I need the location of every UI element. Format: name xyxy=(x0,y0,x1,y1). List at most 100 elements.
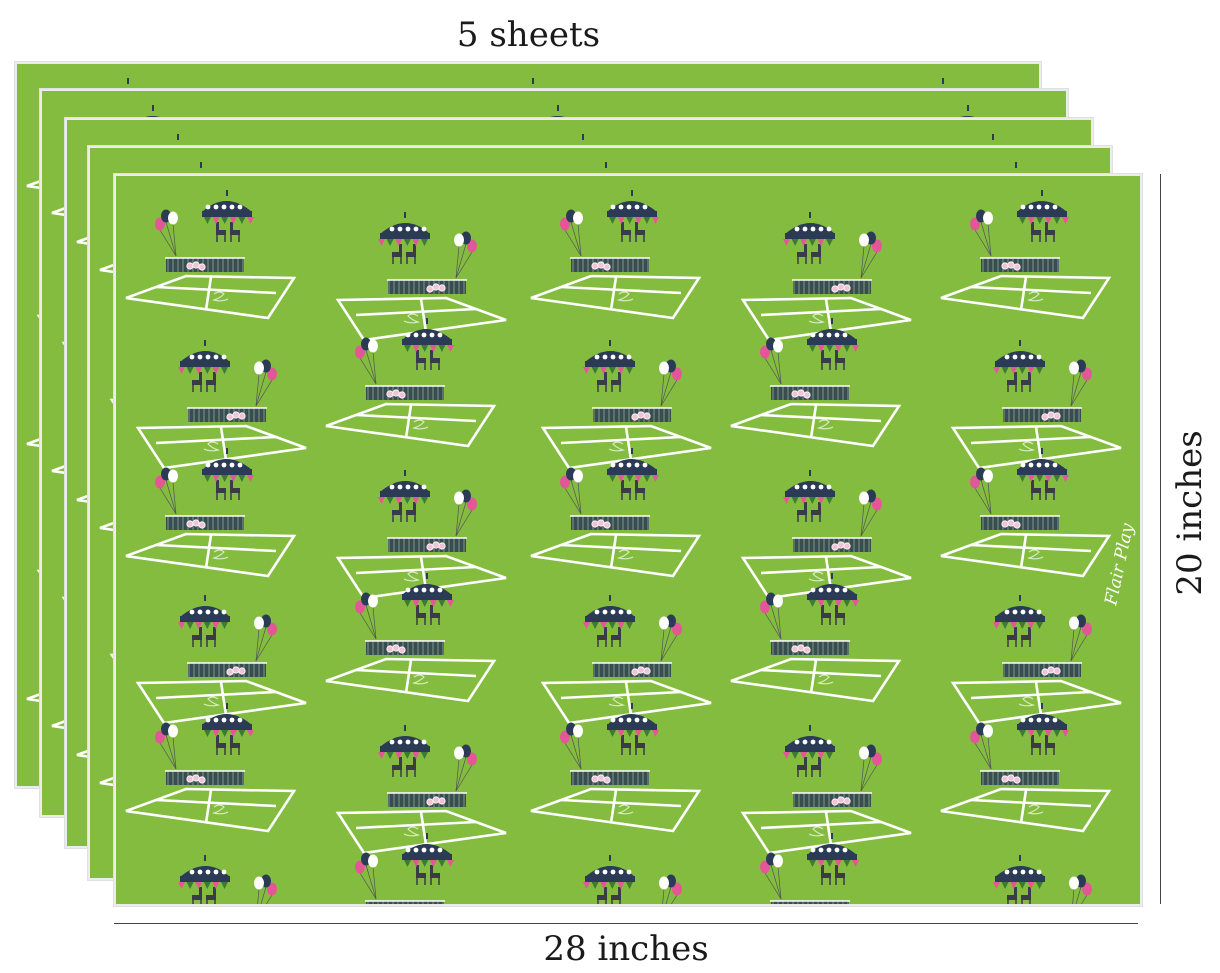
tennis-party-icon xyxy=(950,340,1122,470)
court xyxy=(325,657,497,703)
flower xyxy=(1013,521,1021,529)
chair xyxy=(406,502,416,522)
flower xyxy=(591,262,599,270)
chair xyxy=(216,222,226,242)
court-scribble xyxy=(203,441,221,452)
net xyxy=(387,537,467,552)
chair xyxy=(206,627,216,647)
chair xyxy=(416,605,426,625)
umbrella xyxy=(785,725,835,752)
net xyxy=(792,537,872,552)
bunting xyxy=(1019,217,1069,224)
court-scribble xyxy=(1018,696,1036,707)
chair xyxy=(206,372,216,392)
flower xyxy=(186,775,194,783)
court-scribble xyxy=(211,804,229,815)
umbrella xyxy=(1017,703,1067,730)
net xyxy=(592,407,672,422)
width-label: 28 inches xyxy=(543,929,709,969)
flower xyxy=(843,542,851,550)
flower xyxy=(837,541,845,549)
tennis-party-icon xyxy=(993,855,1092,904)
flower xyxy=(631,668,639,676)
balloons xyxy=(454,231,477,279)
court xyxy=(135,424,307,470)
court-scribble xyxy=(411,674,429,685)
tennis-party-icon xyxy=(125,448,297,578)
balloons xyxy=(454,744,477,792)
court-scribble xyxy=(1026,291,1044,302)
bunting xyxy=(404,345,454,352)
net xyxy=(792,279,872,294)
chair xyxy=(430,605,440,625)
flower xyxy=(238,667,246,675)
court-scribble xyxy=(403,826,421,837)
flower xyxy=(837,796,845,804)
balloons xyxy=(560,722,583,770)
umbrella xyxy=(402,573,452,600)
net xyxy=(980,257,1060,272)
flower xyxy=(831,285,839,293)
tennis-party-icon xyxy=(940,703,1112,833)
bunting xyxy=(783,752,833,759)
court-scribble xyxy=(616,804,634,815)
chair xyxy=(1021,627,1031,647)
umbrella xyxy=(380,212,430,239)
flower xyxy=(1007,261,1015,269)
balloons xyxy=(155,467,178,515)
balloons xyxy=(454,489,477,537)
net xyxy=(165,770,245,785)
umbrella xyxy=(380,470,430,497)
court-scribble xyxy=(808,571,826,582)
bunting xyxy=(783,239,833,246)
chair xyxy=(611,627,621,647)
tennis-party-icon xyxy=(540,595,712,725)
bunting xyxy=(378,239,428,246)
net xyxy=(792,792,872,807)
net xyxy=(1002,407,1082,422)
chair xyxy=(835,865,845,885)
umbrella xyxy=(180,855,230,882)
chair xyxy=(1045,222,1055,242)
flower xyxy=(803,391,811,399)
bunting xyxy=(1019,730,1069,737)
chair xyxy=(797,502,807,522)
flower xyxy=(186,262,194,270)
court xyxy=(730,657,902,703)
umbrella xyxy=(785,470,835,497)
flower xyxy=(426,798,434,806)
tennis-party-icon xyxy=(530,703,702,833)
balloons xyxy=(659,614,682,662)
balloons xyxy=(1069,874,1092,904)
sheet-pattern: Flair Play xyxy=(116,176,1140,904)
court xyxy=(135,679,307,725)
flower xyxy=(591,775,599,783)
chair xyxy=(1031,222,1041,242)
net xyxy=(1002,662,1082,677)
flower xyxy=(1007,519,1015,527)
flower xyxy=(1041,413,1049,421)
balloons xyxy=(560,209,583,257)
bunting xyxy=(204,217,254,224)
umbrella xyxy=(785,212,835,239)
bunting xyxy=(178,882,228,889)
flower xyxy=(226,413,234,421)
court-scribble xyxy=(616,549,634,560)
bunting xyxy=(783,497,833,504)
court-scribble xyxy=(403,571,421,582)
balloons xyxy=(254,359,277,407)
tennis-party-icon xyxy=(125,190,297,320)
flower xyxy=(392,644,400,652)
flower xyxy=(803,646,811,654)
balloons xyxy=(970,722,993,770)
chair xyxy=(611,372,621,392)
umbrella xyxy=(202,190,252,217)
tennis-party-icon xyxy=(740,725,912,855)
chair xyxy=(635,735,645,755)
bunting xyxy=(609,730,659,737)
umbrella xyxy=(607,703,657,730)
chair xyxy=(811,757,821,777)
tennis-party-icon xyxy=(760,833,859,904)
court-scribble xyxy=(816,674,834,685)
chair xyxy=(1045,480,1055,500)
